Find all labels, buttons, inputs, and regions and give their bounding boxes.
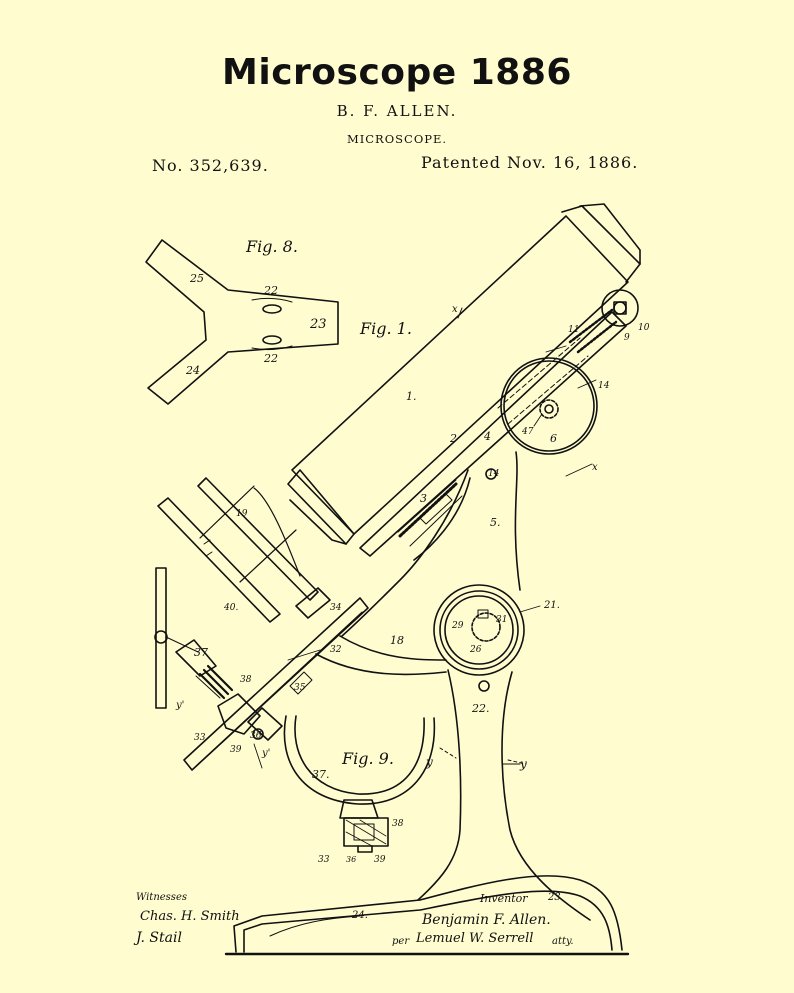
per-label: per	[392, 936, 410, 947]
numeral-32: 32	[330, 645, 342, 655]
numeral-37: 37	[194, 646, 208, 659]
numeral-3: 3	[420, 492, 427, 505]
leader-lines	[253, 345, 597, 769]
numeral-25: 25	[189, 272, 204, 285]
numeral-19: 19	[236, 509, 248, 519]
numeral-1: 1.	[406, 390, 417, 403]
numeral-38: 38	[240, 675, 252, 685]
numeral-6: 6	[550, 432, 557, 445]
trunnion-disc	[433, 584, 525, 692]
numeral-47: 47	[521, 427, 534, 437]
numeral-y1: y	[425, 755, 433, 769]
numeral-36b: 36	[346, 855, 356, 864]
numeral-39: 39	[230, 745, 242, 755]
numeral-36: 36	[250, 731, 262, 741]
numeral-34: 34	[330, 603, 342, 613]
patent-date: Patented Nov. 16, 1886.	[421, 153, 639, 172]
numeral-9: 9	[624, 333, 630, 343]
fig9-mirror-fork	[283, 715, 436, 853]
numeral-14a: 14	[598, 381, 610, 391]
numeral-35: 35	[294, 683, 306, 693]
condenser-frame	[157, 477, 331, 623]
focus-wheel	[485, 289, 639, 480]
numeral-x1: x	[592, 462, 598, 473]
substage-arm	[175, 597, 369, 771]
attorney-signature: Lemuel W. Serrell	[415, 931, 533, 946]
microscope-arm	[315, 451, 521, 676]
numeral-y2: y	[519, 757, 527, 771]
fig8-clip-drawing	[145, 239, 339, 405]
numeral-24: 24	[185, 364, 200, 377]
numeral-18: 18	[390, 634, 404, 647]
witness-2-signature: J. Stail	[133, 930, 182, 946]
patent-number: No. 352,639.	[152, 156, 269, 175]
inventor-name: B. F. ALLEN.	[336, 102, 458, 120]
numeral-23: 23	[309, 317, 327, 332]
fig8-label: Fig. 8.	[245, 237, 298, 256]
numeral-29: 29	[451, 621, 464, 631]
numeral-22: 22.	[471, 702, 490, 715]
numeral-24b: 24.	[351, 910, 368, 921]
microscope-pillar	[417, 669, 591, 921]
numeral-14b: 14	[488, 469, 500, 479]
fig1-label: Fig. 1.	[359, 319, 412, 338]
numeral-21: 21.	[543, 600, 560, 611]
numeral-40: 40.	[223, 603, 238, 613]
numeral-22b: 22	[263, 352, 278, 365]
numeral-11: 11	[568, 325, 579, 335]
numeral-5: 5.	[490, 516, 501, 529]
numeral-33: 33	[194, 733, 206, 743]
numeral-y3: y'	[175, 700, 184, 711]
page-title: Microscope 1886	[222, 52, 572, 93]
patent-subject: MICROSCOPE.	[346, 132, 448, 146]
atty-label: atty.	[552, 936, 574, 947]
numeral-22a: 22	[263, 284, 278, 297]
witness-1-signature: Chas. H. Smith	[140, 909, 240, 924]
numeral-37b: 37.	[312, 768, 330, 781]
numeral-31: 31	[496, 615, 507, 625]
fig9-label: Fig. 9.	[341, 749, 394, 768]
numeral-2: 2	[449, 432, 457, 445]
numeral-4: 4	[483, 430, 491, 443]
numeral-10: 10	[638, 323, 650, 333]
inventor-signature: Benjamin F. Allen.	[421, 912, 551, 928]
inventor-label: Inventor	[479, 892, 528, 905]
numeral-33b: 33	[318, 855, 330, 865]
numeral-y4: y'	[261, 748, 270, 759]
numeral-38b: 38	[392, 819, 404, 829]
microscope-base	[224, 875, 630, 956]
numeral-23b: 23	[547, 892, 561, 903]
microscope-tube	[287, 203, 641, 557]
numeral-x2: x	[452, 304, 458, 315]
mirror-plate	[154, 567, 199, 709]
numeral-39b: 39	[374, 855, 386, 865]
witnesses-label: Witnesses	[136, 892, 187, 903]
numeral-26: 26	[469, 645, 482, 655]
